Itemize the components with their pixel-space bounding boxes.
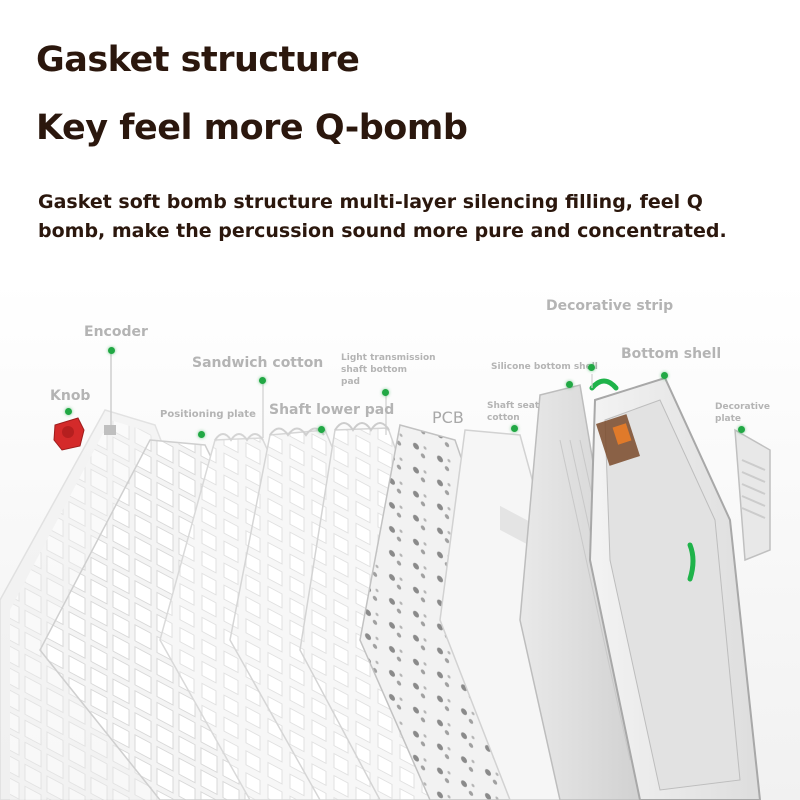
encoder-part (104, 425, 116, 435)
label-decorative-plate-line-1: Decorative (715, 402, 770, 412)
marker-decorative-strip (588, 364, 595, 371)
label-light-transmission-pad: Light transmission shaft bottom pad (341, 352, 436, 388)
label-encoder: Encoder (84, 324, 148, 340)
label-knob: Knob (50, 388, 91, 404)
marker-positioning-plate (198, 431, 205, 438)
marker-decorative-plate (738, 426, 745, 433)
label-decorative-plate: Decorative plate (715, 401, 770, 425)
label-pcb: PCB (432, 408, 464, 427)
page-title: Gasket structure (36, 40, 360, 80)
page-description: Gasket soft bomb structure multi-layer s… (38, 191, 727, 242)
label-decorative-strip: Decorative strip (546, 298, 674, 314)
label-positioning-plate: Positioning plate (160, 409, 256, 420)
page-subtitle: Key feel more Q-bomb (36, 108, 468, 148)
marker-encoder (108, 347, 115, 354)
marker-silicone-bottom-shell (566, 381, 573, 388)
label-bottom-shell: Bottom shell (621, 346, 722, 362)
marker-knob (65, 408, 72, 415)
label-light-pad-line-1: Light transmission (341, 353, 436, 363)
label-silicone-bottom-shell: Silicone bottom shell (491, 362, 598, 372)
label-decorative-plate-line-2: plate (715, 414, 742, 424)
decorative-strip-part (589, 378, 619, 391)
side-indicator-strip (687, 542, 696, 582)
label-light-pad-line-2: shaft bottom (341, 365, 407, 375)
marker-shaft-lower-pad (318, 426, 325, 433)
label-shaft-seat-cotton: Shaft seat cotton (487, 400, 539, 424)
label-shaft-lower-pad: Shaft lower pad (269, 402, 395, 418)
decorative-plate-layer (734, 428, 771, 562)
label-sandwich-cotton: Sandwich cotton (192, 355, 324, 371)
exploded-keyboard-illustration (0, 352, 771, 800)
label-shaft-seat-line-1: Shaft seat (487, 401, 540, 411)
marker-sandwich-cotton (259, 377, 266, 384)
marker-shaft-seat-cotton (511, 425, 518, 432)
knob-part (53, 417, 85, 451)
label-light-pad-line-3: pad (341, 377, 360, 387)
label-shaft-seat-line-2: cotton (487, 413, 520, 423)
marker-bottom-shell (661, 372, 668, 379)
marker-light-transmission-pad (382, 389, 389, 396)
